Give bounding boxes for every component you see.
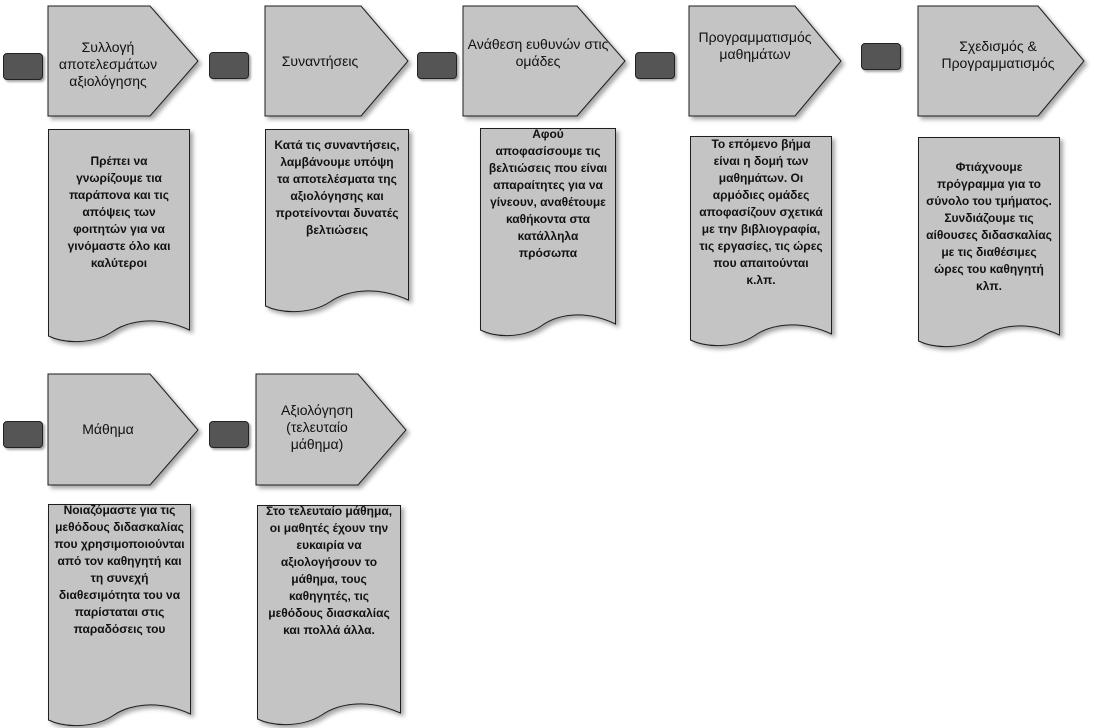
step-note-text: Φτιάχνουμε πρόγραμμα για το σύνολο του τ… <box>926 160 1052 293</box>
chevron-shape <box>264 5 409 117</box>
step-note-text: Νοιαζόμαστε για τις μεθόδους διδασκαλίας… <box>54 503 185 636</box>
chevron-shape <box>917 5 1085 117</box>
document-shape <box>918 137 1060 348</box>
chevron-shape <box>688 5 842 117</box>
document-shape <box>480 128 616 337</box>
step-5: Σχεδισμός & Προγραμματισμός <box>917 5 1086 118</box>
step-note-6: Νοιαζόμαστε για τις μεθόδους διδασκαλίας… <box>48 503 191 728</box>
step-note-4: Το επόμενο βήμα είναι η δομή των μαθημάτ… <box>690 136 832 348</box>
connector-2 <box>209 52 249 79</box>
chevron-shape <box>47 5 199 117</box>
step-1: Συλλογή αποτελεσμάτων αξιολόγησης <box>47 5 200 118</box>
document-shape <box>265 129 409 313</box>
step-title: Συλλογή αποτελεσμάτων αξιολόγησης <box>58 38 158 89</box>
document-shape <box>48 129 190 343</box>
step-note-text: Αφού αποφασίσουμε τις βελτιώσεις που είν… <box>488 127 608 260</box>
step-note-text: Στο τελευταίο μάθημα, οι μαθητές έχουν τ… <box>265 504 393 637</box>
step-3: Ανάθεση ευθυνών στις ομάδες <box>462 5 627 118</box>
step-2: Συναντήσεις <box>264 5 410 118</box>
connector-7 <box>209 421 249 448</box>
step-title: Συναντήσεις <box>281 52 359 69</box>
document-shape <box>690 136 832 347</box>
connector-4 <box>635 52 675 79</box>
step-note-3: Αφού αποφασίσουμε τις βελτιώσεις που είν… <box>480 127 616 338</box>
step-title: Αξιολόγηση (τελευταίο μάθημα) <box>280 402 354 452</box>
step-note-5: Φτιάχνουμε πρόγραμμα για το σύνολο του τ… <box>918 137 1060 349</box>
document-shape <box>48 504 191 727</box>
step-note-2: Κατά τις συναντήσεις, λαμβάνουμε υπόψη τ… <box>265 129 409 314</box>
chevron-shape <box>255 373 407 486</box>
step-7: Αξιολόγηση (τελευταίο μάθημα) <box>255 373 408 486</box>
connector-3 <box>417 52 457 79</box>
step-note-text: Πρέπει να γνωρίζουμε τια παράπονα και τι… <box>67 154 171 270</box>
step-4: Προγραμματισμός μαθημάτων <box>688 5 843 118</box>
chevron-shape <box>47 373 199 486</box>
connector-1 <box>3 53 43 80</box>
step-note-7: Στο τελευταίο μάθημα, οι μαθητές έχουν τ… <box>257 504 401 727</box>
chevron-shape <box>462 5 626 117</box>
step-note-1: Πρέπει να γνωρίζουμε τια παράπονα και τι… <box>48 129 190 344</box>
connector-6 <box>3 421 43 448</box>
step-note-text: Κατά τις συναντήσεις, λαμβάνουμε υπόψη τ… <box>274 138 400 237</box>
step-note-text: Το επόμενο βήμα είναι η δομή των μαθημάτ… <box>699 137 823 287</box>
step-title: Μάθημα <box>82 421 134 437</box>
step-title: Ανάθεση ευθυνών στις ομάδες <box>467 36 609 69</box>
document-shape <box>257 505 401 726</box>
step-6: Μάθημα <box>47 373 200 486</box>
step-title: Προγραμματισμός μαθημάτων <box>698 29 812 62</box>
step-title: Σχεδισμός & Προγραμματισμός <box>941 38 1055 71</box>
connector-5 <box>861 43 901 70</box>
